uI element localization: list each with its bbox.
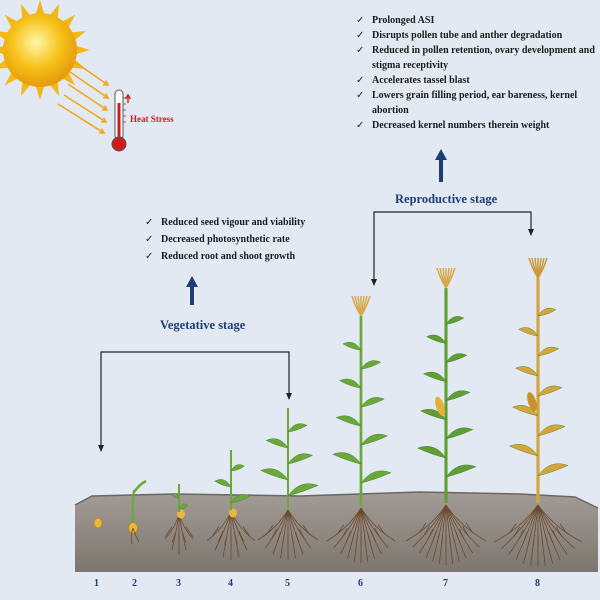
vegetative-effect-text: Reduced root and shoot growth	[161, 251, 296, 262]
up-arrow-icon	[186, 276, 198, 305]
check-icon: ✓	[356, 75, 365, 86]
vegetative-effect-text: Reduced seed vigour and viability	[161, 217, 306, 228]
vegetative-bracket	[98, 351, 292, 452]
vegetative-effect-item: ✓ Reduced seed vigour and viability	[145, 214, 385, 231]
check-icon: ✓	[145, 217, 154, 228]
stage-number: 2	[132, 578, 137, 589]
stage-number: 3	[176, 578, 181, 589]
reproductive-effect-item: ✓ Lowers grain filling period, ear barene…	[356, 88, 600, 118]
reproductive-effect-item: ✓ Decreased kernel numbers therein weight	[356, 118, 600, 133]
reproductive-effect-text: Decreased kernel numbers therein weight	[372, 120, 550, 131]
reproductive-effect-text: Accelerates tassel blast	[372, 75, 470, 86]
reproductive-effect-text: Reduced in pollen retention, ovary devel…	[372, 45, 595, 71]
reproductive-effect-text: Prolonged ASI	[372, 15, 435, 26]
vegetative-effect-item: ✓ Decreased photosynthetic rate	[145, 231, 385, 248]
check-icon: ✓	[356, 45, 365, 56]
soil-bed	[74, 491, 599, 572]
reproductive-effects-list: ✓ Prolonged ASI ✓ Disrupts pollen tube and …	[356, 13, 600, 133]
vegetative-effect-item: ✓ Reduced root and shoot growth	[145, 248, 385, 265]
reproductive-effect-item: ✓ Prolonged ASI	[356, 13, 600, 28]
reproductive-effect-item: ✓ Accelerates tassel blast	[356, 73, 600, 88]
check-icon: ✓	[356, 15, 365, 26]
stage-number: 7	[443, 578, 448, 589]
stage-number: 6	[358, 578, 363, 589]
check-icon: ✓	[145, 251, 154, 262]
check-icon: ✓	[356, 120, 365, 131]
vegetative-effects-list: ✓ Reduced seed vigour and viability ✓ Decre…	[145, 214, 385, 265]
reproductive-effect-item: ✓ Disrupts pollen tube and anther degrada…	[356, 28, 600, 43]
stage-number: 5	[285, 578, 290, 589]
reproductive-effect-text: Lowers grain filling period, ear barenes…	[372, 90, 578, 116]
vegetative-stage-label: Vegetative stage	[160, 318, 246, 332]
check-icon: ✓	[145, 234, 154, 245]
sun-icon	[0, 0, 110, 134]
reproductive-effect-text: Disrupts pollen tube and anther degradat…	[372, 30, 563, 41]
reproductive-stage-label: Reproductive stage	[395, 192, 498, 206]
heat-stress-label: Heat Stress	[130, 114, 174, 124]
stage-number: 4	[228, 578, 233, 589]
up-arrow-icon	[435, 149, 447, 182]
root-systems	[164, 504, 583, 567]
stage-number: 8	[535, 578, 540, 589]
check-icon: ✓	[356, 30, 365, 41]
reproductive-effect-item: ✓ Reduced in pollen retention, ovary deve…	[356, 43, 600, 73]
stage-number: 1	[94, 578, 99, 589]
reproductive-bracket	[371, 211, 534, 286]
vegetative-effect-text: Decreased photosynthetic rate	[161, 234, 290, 245]
maize-plants	[93, 257, 569, 545]
check-icon: ✓	[356, 90, 365, 101]
thermometer-icon	[111, 89, 132, 152]
